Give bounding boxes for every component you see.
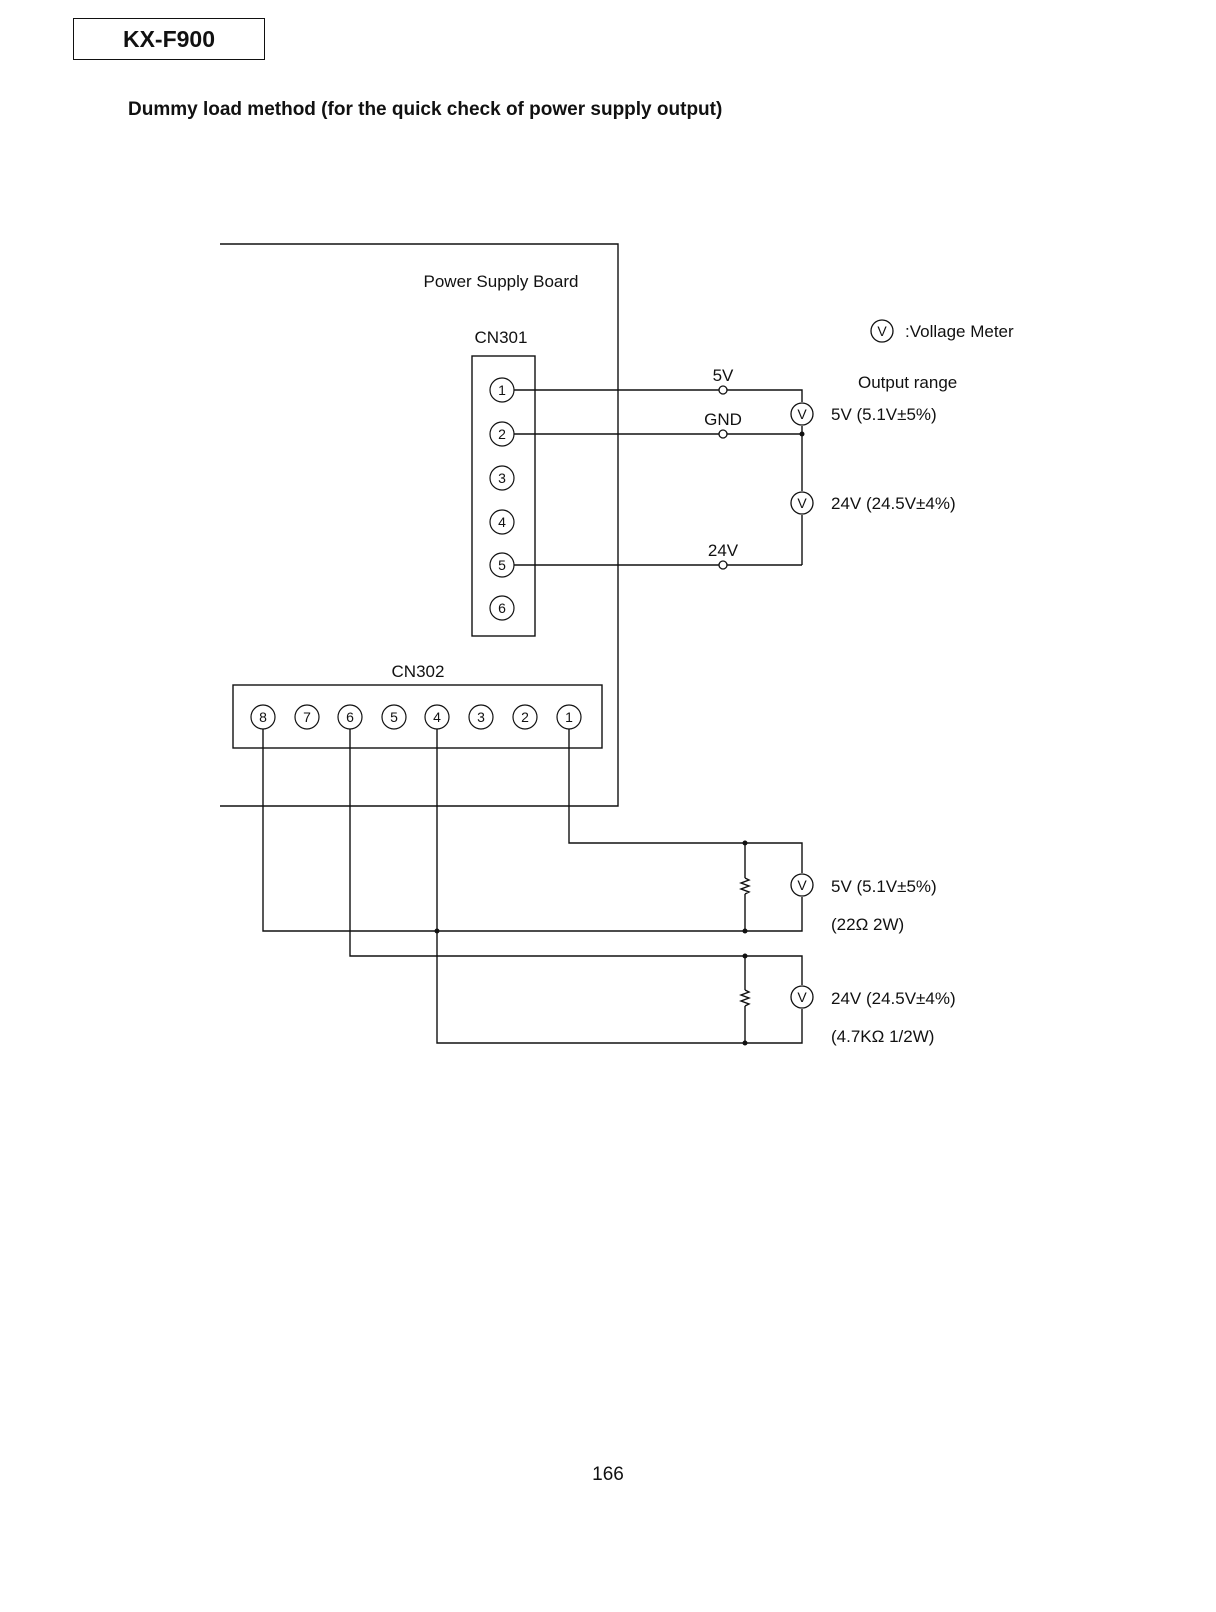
output-range-title: Output range [858, 373, 957, 392]
reading-24v-load: 24V (24.5V±4%) [831, 989, 956, 1008]
legend-voltmeter: V [870, 319, 894, 343]
cn301-pin-label: 6 [498, 600, 506, 616]
cn302-pin-label: 5 [390, 709, 398, 725]
voltmeter-symbol: V [797, 406, 807, 422]
junction-dot [799, 431, 805, 437]
cn302-pin-3: 3 [468, 704, 494, 730]
cn301-pin-5: 5 [489, 552, 515, 578]
voltmeter-symbol: V [797, 495, 807, 511]
wire-5v [514, 389, 803, 402]
cn302-pins: 8 7 6 5 4 3 2 1 [250, 704, 582, 730]
test-point-24v [718, 560, 728, 570]
section-title: Dummy load method (for the quick check o… [128, 99, 723, 120]
cn301-label: CN301 [475, 328, 528, 347]
test-point-5v [718, 385, 728, 395]
resistor-4k7-ohm-label: (4.7KΩ 1/2W) [831, 1027, 934, 1046]
cn301-pins: 1 2 3 4 5 6 [489, 377, 515, 621]
voltmeter-symbol: V [877, 323, 887, 339]
resistor-4k7-ohm [739, 989, 751, 1007]
junction-dot [742, 840, 748, 846]
board-label: Power Supply Board [424, 272, 579, 291]
cn301-pin-label: 4 [498, 514, 506, 530]
cn302-pin-4: 4 [424, 704, 450, 730]
reading-24v-top: 24V (24.5V±4%) [831, 494, 956, 513]
cn302-pin-label: 3 [477, 709, 485, 725]
reading-5v-load: 5V (5.1V±5%) [831, 877, 937, 896]
voltmeter-symbol: V [797, 989, 807, 1005]
junction-dot [434, 928, 440, 934]
cn302-label: CN302 [392, 662, 445, 681]
model-number-box: KX-F900 [73, 18, 265, 60]
voltmeter-24v-load: V [790, 985, 814, 1009]
page-number: 166 [592, 1464, 624, 1485]
cn301-pin-1: 1 [489, 377, 515, 403]
test-point-5v-label: 5V [713, 366, 734, 385]
cn302-pin-7: 7 [294, 704, 320, 730]
cn302-pin-label: 1 [565, 709, 573, 725]
wire-cn302-pin1 [568, 729, 803, 873]
cn301-pin-label: 3 [498, 470, 506, 486]
cn301-pin-label: 5 [498, 557, 506, 573]
cn301-pin-2: 2 [489, 421, 515, 447]
test-point-gnd-label: GND [704, 410, 742, 429]
voltmeter-24v-top: V [790, 491, 814, 515]
junction-dot [742, 928, 748, 934]
cn302-pin-label: 8 [259, 709, 267, 725]
wire-cn302-pin6 [349, 729, 803, 985]
cn301-connector [471, 355, 536, 637]
cn301-pin-4: 4 [489, 509, 515, 535]
cn302-pin-6: 6 [337, 704, 363, 730]
voltmeter-5v-top: V [790, 402, 814, 426]
cn302-pin-1: 1 [556, 704, 582, 730]
legend-text: :Vollage Meter [905, 322, 1014, 341]
board-outline [220, 243, 619, 807]
cn302-connector [232, 684, 603, 749]
wire-cn302-pin4 [436, 729, 803, 1044]
cn301-pin-3: 3 [489, 465, 515, 491]
junction-dot [742, 1040, 748, 1046]
test-point-24v-label: 24V [708, 541, 739, 560]
resistor-22-ohm [739, 877, 751, 895]
voltmeter-symbol: V [797, 877, 807, 893]
cn302-pin-label: 4 [433, 709, 441, 725]
junction-dot [742, 953, 748, 959]
resistor-22-ohm-label: (22Ω 2W) [831, 915, 904, 934]
cn302-pin-label: 2 [521, 709, 529, 725]
cn301-pin-label: 1 [498, 382, 506, 398]
cn302-pin-5: 5 [381, 704, 407, 730]
cn302-pin-8: 8 [250, 704, 276, 730]
voltmeter-5v-load: V [790, 873, 814, 897]
reading-5v-top: 5V (5.1V±5%) [831, 405, 937, 424]
cn302-pin-2: 2 [512, 704, 538, 730]
cn301-pin-label: 2 [498, 426, 506, 442]
wire-cn302-pin8 [262, 729, 803, 932]
cn302-pin-label: 6 [346, 709, 354, 725]
test-point-gnd [718, 429, 728, 439]
model-number: KX-F900 [122, 25, 216, 52]
cn302-pin-label: 7 [303, 709, 311, 725]
cn301-pin-6: 6 [489, 595, 515, 621]
